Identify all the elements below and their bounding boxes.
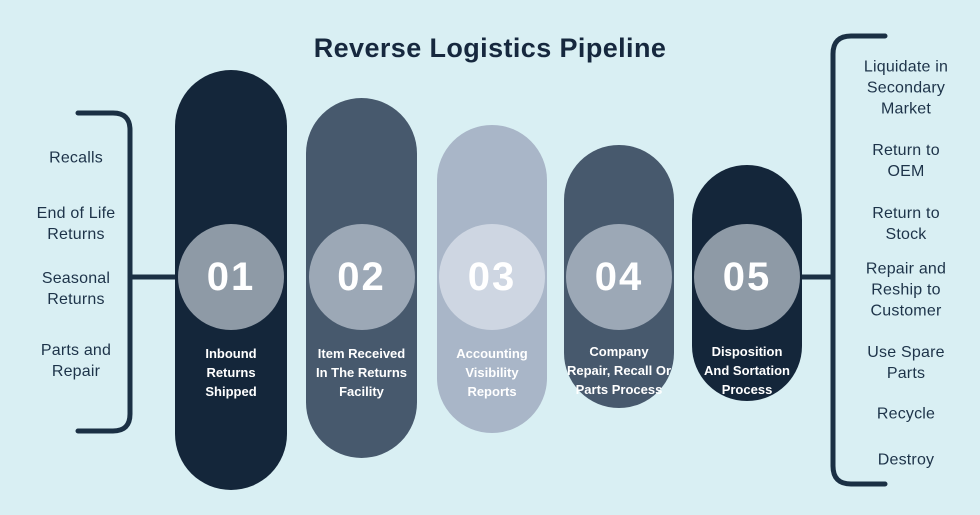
left-item-recalls: Recalls <box>49 149 103 167</box>
pipeline-step-5: 05 Disposition And Sortation Process <box>692 165 802 401</box>
step-1-number: 01 <box>206 255 256 299</box>
step-5-label: Disposition And Sortation Process <box>704 344 790 397</box>
right-item-use-spare-parts: Use Spare Parts <box>867 344 945 382</box>
left-item-parts-and-repair: Parts and Repair <box>40 342 112 380</box>
right-item-return-to-oem: Return to OEM <box>872 142 940 180</box>
step-4-label: Company Repair, Recall Or Parts Process <box>566 344 672 397</box>
step-2-number: 02 <box>337 255 386 299</box>
step-1-label: Inbound Returns Shipped <box>205 346 257 399</box>
step-1-number-circle: 01 <box>178 224 284 330</box>
right-item-destroy: Destroy <box>877 451 935 469</box>
left-item-end-of-life-returns: End of Life Returns <box>36 205 116 243</box>
pipeline-step-4: 04 Company Repair, Recall Or Parts Proce… <box>564 145 674 408</box>
right-item-liquidate-secondary-market: Liquidate in Secondary Market <box>863 58 949 118</box>
step-3-label: Accounting Visibility Reports <box>456 346 528 399</box>
step-5-number-circle: 05 <box>694 224 800 330</box>
step-2-number-circle: 02 <box>308 224 415 330</box>
pipeline-step-2: 02 Item Received In The Returns Facility <box>306 98 417 458</box>
step-4-number-circle: 04 <box>566 224 672 330</box>
pipeline-step-3: 03 Accounting Visibility Reports <box>437 125 547 433</box>
step-3-number-circle: 03 <box>439 224 545 330</box>
right-item-recycle: Recycle <box>876 405 936 423</box>
step-3-number: 03 <box>467 255 517 299</box>
page-title: Reverse Logistics Pipeline <box>313 33 667 63</box>
left-item-seasonal-returns: Seasonal Returns <box>41 270 111 308</box>
step-2-label: Item Received In The Returns Facility <box>315 346 407 399</box>
step-5-number: 05 <box>722 255 772 299</box>
right-item-repair-reship-customer: Repair and Reship to Customer <box>865 260 947 320</box>
pipeline-step-1: 01 Inbound Returns Shipped <box>175 70 287 490</box>
right-item-return-to-stock: Return to Stock <box>872 205 940 243</box>
step-4-number: 04 <box>594 255 644 299</box>
